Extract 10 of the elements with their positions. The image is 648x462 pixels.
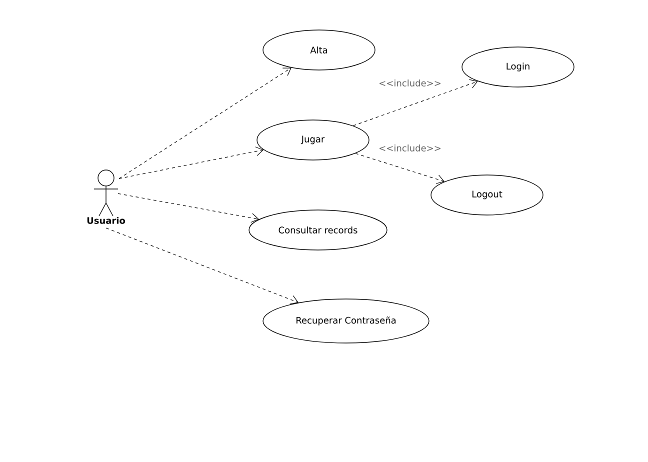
arrow xyxy=(106,228,299,304)
edge-label: <<include>> xyxy=(378,144,442,152)
actor-label: Usuario xyxy=(87,216,126,224)
arrow xyxy=(355,153,445,184)
actor-figure xyxy=(94,170,118,216)
arrow xyxy=(118,146,264,179)
arrow xyxy=(118,193,260,223)
arrow xyxy=(118,68,292,179)
arrow xyxy=(352,79,478,126)
edge-label: <<include>> xyxy=(378,78,442,88)
